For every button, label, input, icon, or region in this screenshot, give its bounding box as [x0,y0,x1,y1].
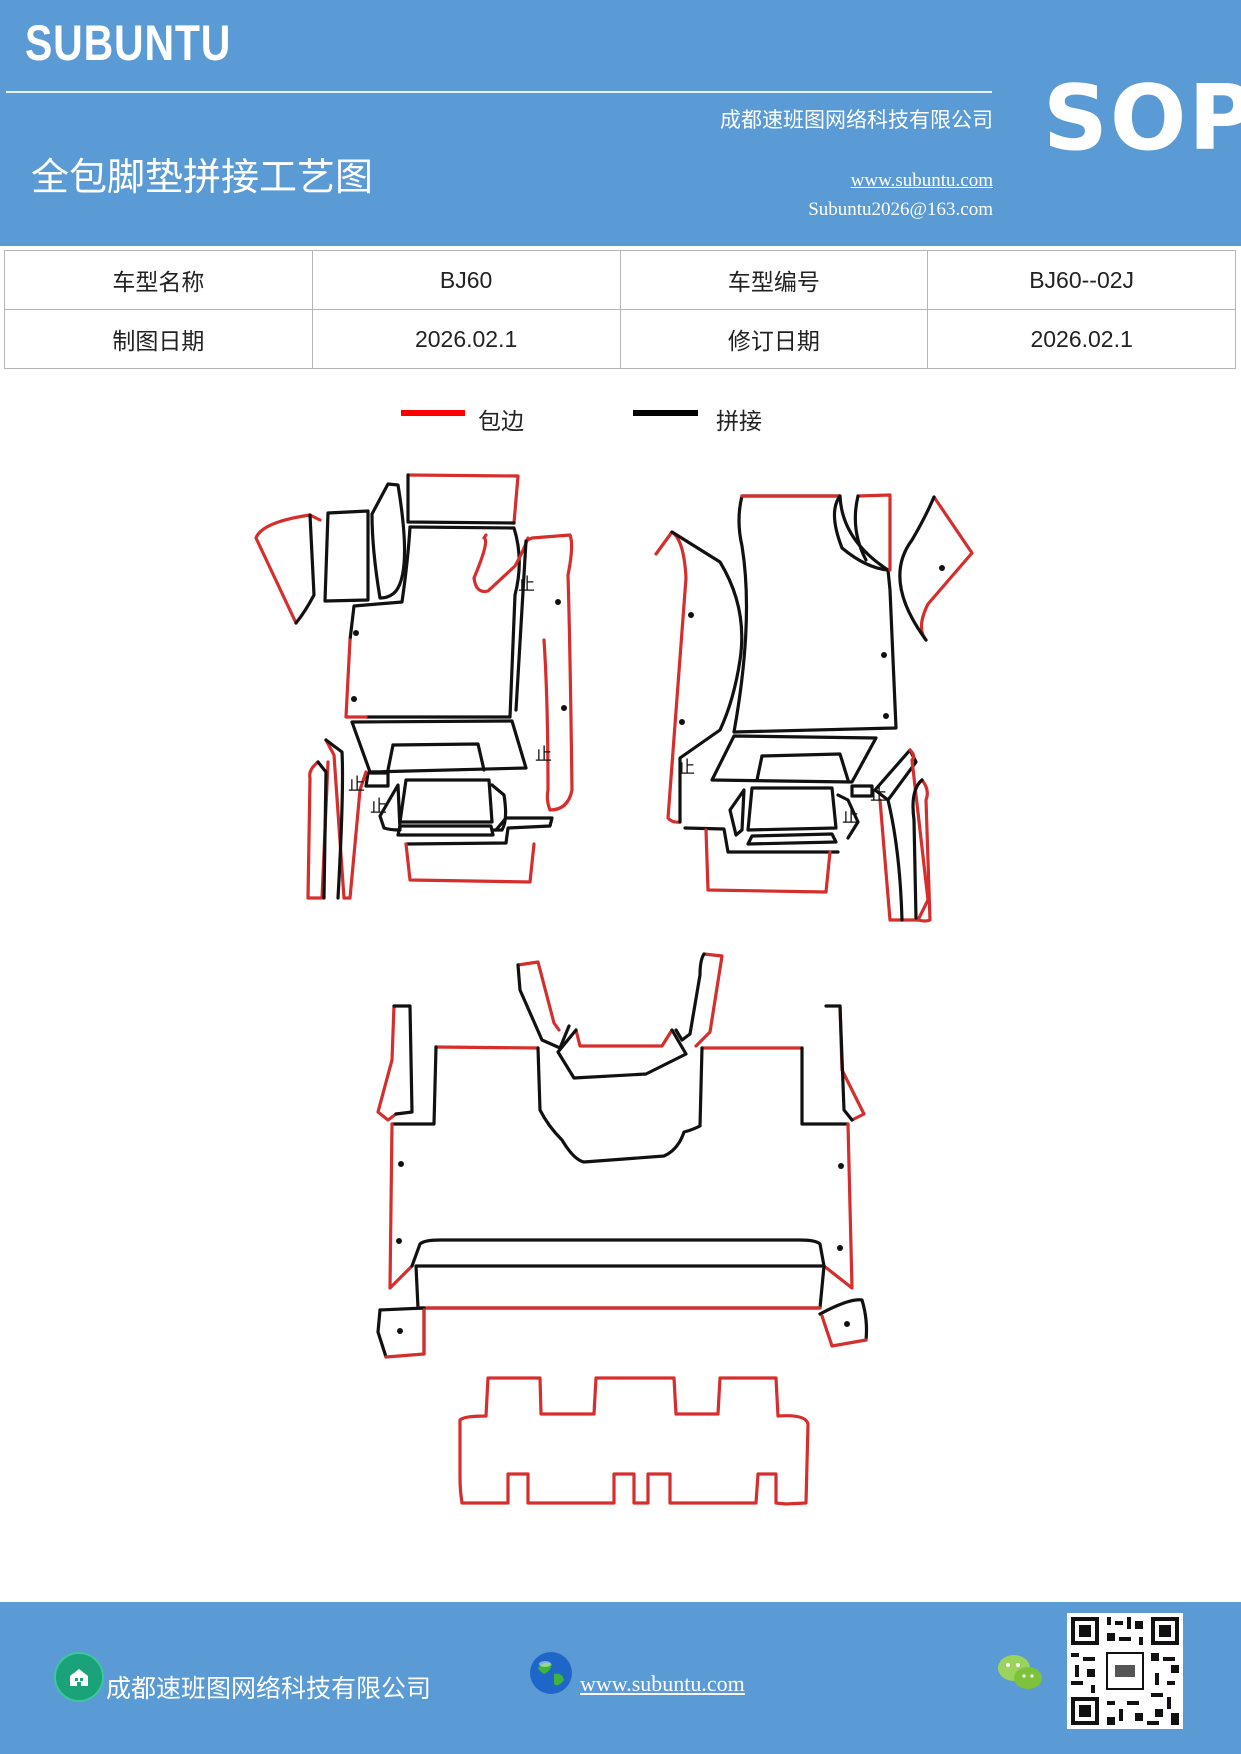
edge-legend-label: 包边 [478,409,524,435]
join-legend-label: 拼接 [716,409,762,435]
footer-banner: 成都速班图网络科技有限公司 www.subuntu.com [0,1602,1241,1754]
footer-company-name: 成都速班图网络科技有限公司 [106,1674,432,1703]
draw-date-value: 2026.02.1 [311,309,621,369]
draw-date-label: 制图日期 [4,309,313,369]
edge-legend-swatch [401,410,465,416]
brand-logo: SUBUNTU [25,15,232,71]
building-icon [54,1652,104,1702]
wechat-icon[interactable] [996,1652,1044,1694]
company-name: 成都速班图网络科技有限公司 [720,108,993,132]
front-right-mat-group [654,493,974,923]
table-row: 车型名称 BJ60 车型编号 BJ60--02J [4,250,1236,310]
model-name-label: 车型名称 [4,250,313,310]
header-banner: SUBUNTU 成都速班图网络科技有限公司 全包脚垫拼接工艺图 www.subu… [0,0,1241,246]
email-address: Subuntu2026@163.com [808,199,993,220]
stop-mark: 止 [870,785,887,805]
stop-mark: 止 [518,575,535,595]
header-divider [6,91,992,93]
model-code-value: BJ60--02J [927,250,1236,310]
trunk-mat [458,1376,810,1506]
website-link[interactable]: www.subuntu.com [850,170,993,191]
stop-mark: 止 [678,758,695,778]
stop-mark: 止 [842,807,859,827]
revise-date-label: 修订日期 [619,309,929,369]
footer-website-link[interactable]: www.subuntu.com [580,1671,745,1696]
table-row: 制图日期 2026.02.1 修订日期 2026.02.1 [4,309,1236,369]
stop-mark: 止 [535,745,552,765]
qr-code [1067,1613,1183,1729]
stop-mark: 止 [370,797,387,817]
revise-date-value: 2026.02.1 [927,309,1236,369]
rear-mat-group [376,952,869,1359]
page-title: 全包脚垫拼接工艺图 [31,155,374,199]
join-legend-swatch [633,410,698,416]
model-name-value: BJ60 [311,250,621,310]
model-code-label: 车型编号 [619,250,929,310]
front-left-mat-group [254,473,574,900]
vehicle-info-table: 车型名称 BJ60 车型编号 BJ60--02J 制图日期 2026.02.1 … [4,250,1236,369]
stop-mark: 止 [348,775,365,795]
globe-icon [528,1650,574,1696]
sop-badge: SOP [1043,66,1241,171]
